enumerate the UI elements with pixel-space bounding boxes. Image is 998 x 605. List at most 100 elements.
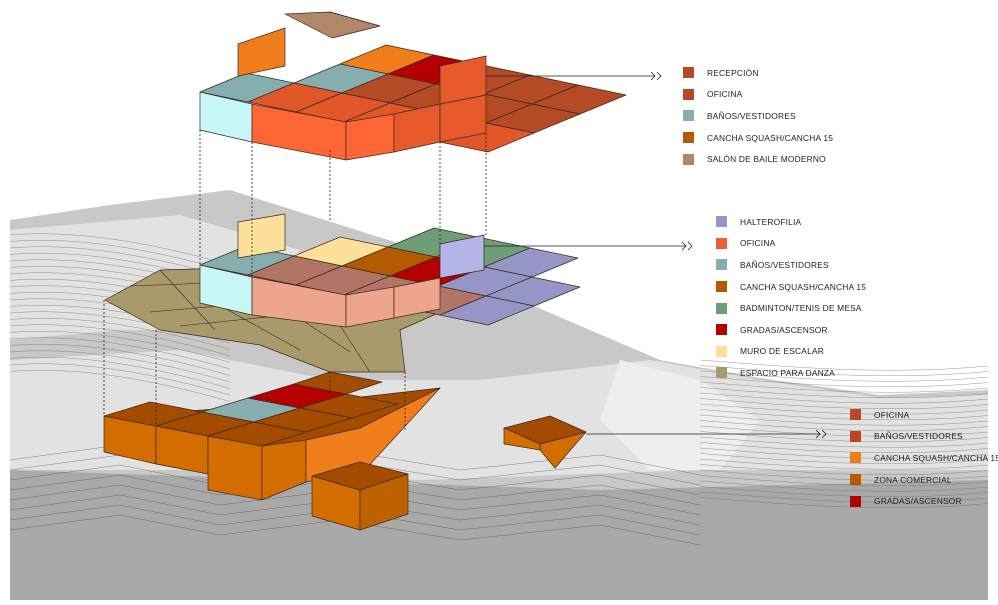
double-chevron-icon (815, 429, 827, 439)
legend-label: HALTEROFILIA (740, 216, 802, 227)
contour-line (699, 392, 989, 404)
legend-label: BAÑOS/VESTIDORES (740, 259, 829, 270)
legend-middle-level: HALTEROFILIA OFICINA BAÑOS/VESTIDORES CANCH… (716, 211, 866, 384)
legend-item: BAÑOS/VESTIDORES (683, 105, 833, 127)
middle-level-side-face (439, 234, 485, 279)
contour-line (699, 464, 989, 475)
contour-line (699, 486, 989, 497)
contour-line (699, 414, 989, 426)
contour-line (9, 337, 231, 370)
legend-item: OFICINA (683, 84, 833, 106)
lower-level-cell (253, 407, 353, 433)
contour-line (699, 469, 989, 481)
legend-item: GRADAS/ASCENSOR (716, 319, 866, 341)
contour-line (9, 350, 231, 383)
legend-item: CANCHA SQUASH/CANCHA 15 (850, 447, 998, 469)
contour-line (699, 458, 989, 470)
legend-item: MURO DE ESCALAR (716, 341, 866, 363)
contour-line (699, 381, 989, 393)
contour-line (699, 420, 989, 431)
contour-line (699, 387, 989, 398)
legend-label: SALÓN DE BAILE MODERNO (707, 154, 826, 165)
legend-swatch (850, 452, 861, 464)
contour-line (699, 453, 989, 464)
legend-item: ESPACIO PARA DANZA (716, 362, 866, 384)
legend-label: OFICINA (874, 409, 910, 420)
legend-label: MURO DE ESCALAR (740, 346, 824, 357)
legend-swatch (716, 281, 727, 293)
contour-line (699, 370, 989, 382)
legend-swatch (716, 302, 727, 314)
legend-label: BAÑOS/VESTIDORES (707, 110, 796, 121)
contour-line (699, 409, 989, 420)
terrain-lower-slope (10, 470, 988, 600)
lower-level-cell (293, 371, 383, 395)
contour-line (699, 376, 989, 387)
contour-line (699, 480, 989, 492)
contour-line (9, 343, 231, 376)
legend-item: OFICINA (716, 233, 866, 255)
legend-label: RECEPCIÓN (707, 67, 759, 78)
comercial-box-side-face (539, 431, 587, 469)
legend-item: SALÓN DE BAILE MODERNO (683, 148, 833, 170)
upper-level-cell (284, 11, 381, 39)
lower-level-ramp (305, 387, 441, 483)
legend-item: HALTEROFILIA (716, 211, 866, 233)
legend-label: CANCHA SQUASH/CANCHA 15 (707, 132, 834, 143)
legend-label: ESPACIO PARA DANZA (740, 367, 835, 378)
double-chevron-icon (650, 71, 662, 81)
contour-line (9, 317, 231, 350)
lower-box-side-face (359, 473, 409, 531)
legend-swatch (850, 495, 861, 507)
projection-line (329, 11, 381, 27)
legend-swatch (683, 110, 694, 122)
upper-level-side-face (439, 55, 487, 105)
legend-item: GRADAS/ASCENSOR (850, 490, 998, 512)
contour-line (9, 369, 231, 402)
legend-label: CANCHA SQUASH/CANCHA 15 (740, 281, 867, 292)
legend-item: BAÑOS/VESTIDORES (850, 426, 998, 448)
contour-line (699, 497, 989, 508)
legend-label: GRADAS/ASCENSOR (874, 496, 962, 507)
middle-level-front-face (393, 277, 441, 319)
legend-swatch (716, 216, 727, 228)
legend-swatch (716, 259, 727, 271)
legend-item: ZONA COMERCIAL (850, 469, 998, 491)
legend-item: RECEPCIÓN (683, 62, 833, 84)
legend-swatch (716, 367, 727, 379)
legend-swatch (683, 67, 694, 79)
legend-label: OFICINA (740, 238, 776, 249)
contour-line (9, 324, 231, 357)
legend-label: BADMINTON/TENIS DE MESA (740, 303, 862, 314)
legend-swatch (850, 474, 861, 486)
legend-item: BAÑOS/VESTIDORES (716, 254, 866, 276)
legend-swatch (716, 237, 727, 249)
contour-line (699, 425, 989, 437)
contour-line (699, 436, 989, 448)
legend-upper-level: RECEPCIÓN OFICINA BAÑOS/VESTIDORES CANCHA S… (683, 62, 833, 170)
terrain-ridge (600, 360, 760, 470)
legend-item: CANCHA SQUASH/CANCHA 15 (716, 276, 866, 298)
contour-line (9, 233, 231, 266)
contour-line (699, 398, 989, 409)
legend-label: OFICINA (707, 89, 743, 100)
projection-lines (103, 11, 487, 430)
contour-line (9, 356, 231, 389)
contour-line (9, 363, 231, 396)
middle-level-back-face (237, 213, 286, 259)
contour-line (699, 359, 989, 371)
contour-line (699, 491, 989, 503)
lower-level-front-face (207, 435, 263, 501)
legend-item: CANCHA SQUASH/CANCHA 15 (683, 127, 833, 149)
legend-swatch (716, 345, 727, 357)
contour-line (699, 403, 989, 415)
grid-line (159, 269, 216, 331)
contour-line (699, 365, 989, 376)
legend-swatch (716, 324, 727, 336)
legend-swatch (850, 430, 861, 442)
contour-line (9, 330, 231, 363)
legend-item: OFICINA (850, 404, 998, 426)
